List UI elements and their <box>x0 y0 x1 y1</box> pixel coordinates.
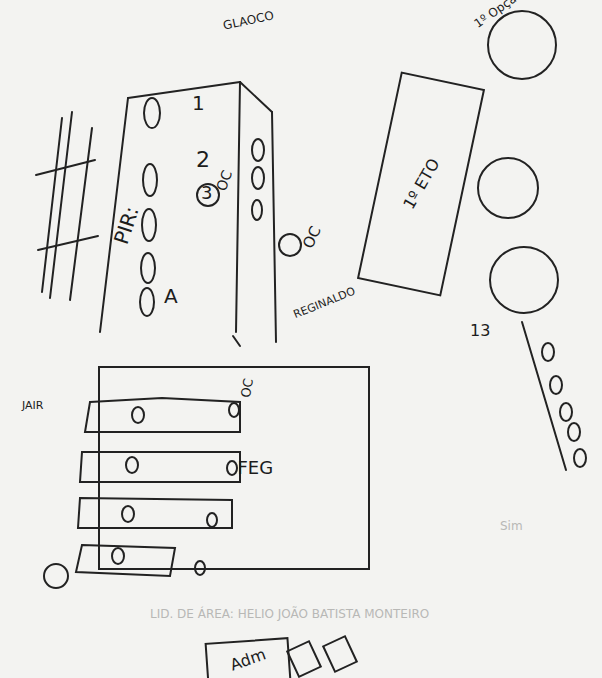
watermark: Sim <box>500 520 523 533</box>
hatch-mark <box>36 112 98 300</box>
round-table <box>478 11 586 470</box>
person-name: REGINALDO <box>292 286 357 322</box>
node-text: OC <box>239 377 256 399</box>
seat-note: OC <box>300 224 324 251</box>
person-name: JAIR <box>22 400 43 412</box>
callout-number: 13 <box>470 322 490 340</box>
seat-note: OC <box>214 168 236 193</box>
seat-number: 1 <box>192 92 205 114</box>
desk-row <box>44 398 240 588</box>
admin-box: Adm <box>205 637 292 678</box>
office-room: 1º ETO <box>357 71 485 296</box>
column-block <box>100 82 301 346</box>
seat-number: 2 <box>196 148 210 172</box>
watermark: LID. DE ÁREA: HELIO JOÃO BATISTA MONTEIR… <box>150 608 429 621</box>
person-name: GLAOCO <box>222 9 275 33</box>
seat-number: A <box>164 285 178 307</box>
node-text: Adm <box>228 646 268 674</box>
seat-number: 3 <box>201 183 212 203</box>
node-text: 1º ETO <box>400 155 443 212</box>
node-text: FEG <box>237 458 273 478</box>
small-box <box>287 636 357 677</box>
desk-area: OC FEG <box>98 366 370 570</box>
